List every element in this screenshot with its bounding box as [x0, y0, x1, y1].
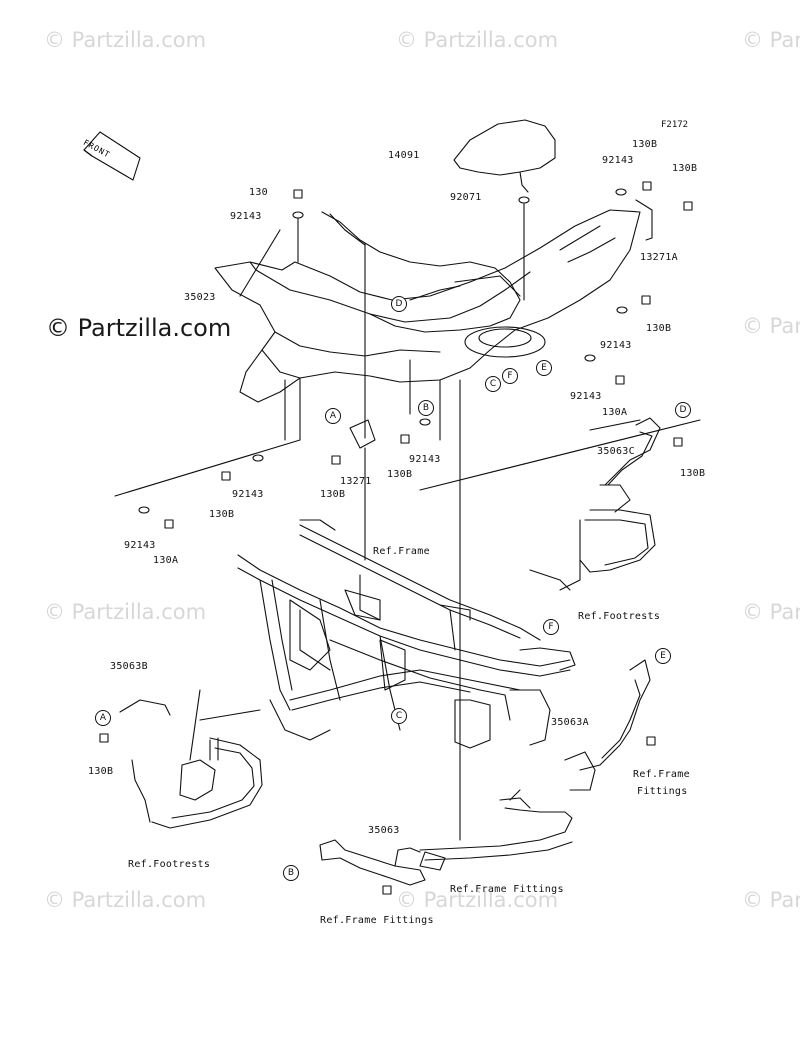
fender-panel-35023 — [214, 209, 641, 403]
part-label-92143: 92143 — [232, 489, 264, 500]
callout-d: D — [675, 402, 691, 418]
diagram-code: F2172 — [661, 120, 689, 130]
part-label-130B: 130B — [646, 323, 672, 334]
part-label-92143: 92143 — [570, 391, 602, 402]
callout-a: A — [95, 710, 111, 726]
watermark-main: © Partzilla.com — [46, 314, 232, 342]
part-label-35023: 35023 — [184, 292, 216, 303]
bracket-35063 — [319, 839, 426, 886]
callout-f: F — [502, 368, 518, 384]
frame-assembly — [237, 519, 576, 749]
callout-e: E — [536, 360, 552, 376]
part-label-92143: 92143 — [602, 155, 634, 166]
part-label-130B: 130B — [88, 766, 114, 777]
part-label-92143: 92143 — [230, 211, 262, 222]
guard-35063C — [529, 417, 661, 591]
part-label-14091: 14091 — [388, 150, 420, 161]
part-label-92071: 92071 — [450, 192, 482, 203]
watermark-text: © Partzilla.com — [44, 28, 207, 52]
part-label-130B: 130B — [672, 163, 698, 174]
cover-14091 — [453, 119, 556, 176]
callout-b: B — [283, 865, 299, 881]
watermark-text: © Partzilla.com — [396, 888, 559, 912]
ref-footrests-label: Ref.Footrests — [128, 859, 211, 870]
part-label-130B: 130B — [320, 489, 346, 500]
part-label-92143: 92143 — [409, 454, 441, 465]
ref-frame-fittings-label: Fittings — [637, 786, 688, 797]
guard-35063B — [119, 699, 263, 829]
callout-a: A — [325, 408, 341, 424]
watermark-text: © Partzilla.com — [742, 888, 800, 912]
ref-footrests-label: Ref.Footrests — [578, 611, 661, 622]
part-label-92143: 92143 — [600, 340, 632, 351]
part-label-13271A: 13271A — [640, 252, 678, 263]
ref-frame-fittings-label: Ref.Frame — [633, 769, 690, 780]
part-label-130A: 130A — [153, 555, 179, 566]
part-label-130A: 130A — [602, 407, 628, 418]
part-label-130: 130 — [249, 187, 268, 198]
callout-c: C — [391, 708, 407, 724]
part-label-130B: 130B — [680, 468, 706, 479]
callout-b: B — [418, 400, 434, 416]
part-label-130B: 130B — [209, 509, 235, 520]
part-label-13271: 13271 — [340, 476, 372, 487]
part-label-35063C: 35063C — [597, 446, 635, 457]
watermark-text: © Partzilla.com — [742, 28, 800, 52]
ref-frame-fittings-label: Ref.Frame Fittings — [450, 884, 564, 895]
ref-frame-label: Ref.Frame — [373, 546, 430, 557]
ref-frame-fittings-label: Ref.Frame Fittings — [320, 915, 434, 926]
watermark-text: © Partzilla.com — [396, 28, 559, 52]
part-label-130B: 130B — [632, 139, 658, 150]
part-label-92143: 92143 — [124, 540, 156, 551]
callout-e: E — [655, 648, 671, 664]
part-label-35063A: 35063A — [551, 717, 589, 728]
watermark-text: © Partzilla.com — [742, 600, 800, 624]
watermark-text: © Partzilla.com — [44, 600, 207, 624]
callout-c: C — [485, 376, 501, 392]
part-label-35063B: 35063B — [110, 661, 148, 672]
part-label-35063: 35063 — [368, 825, 400, 836]
watermark-text: © Partzilla.com — [44, 888, 207, 912]
part-label-130B: 130B — [387, 469, 413, 480]
callout-d: D — [391, 296, 407, 312]
callout-f: F — [543, 619, 559, 635]
watermark-text: © Partzilla.com — [742, 314, 800, 338]
bumper-35063A — [419, 659, 651, 871]
